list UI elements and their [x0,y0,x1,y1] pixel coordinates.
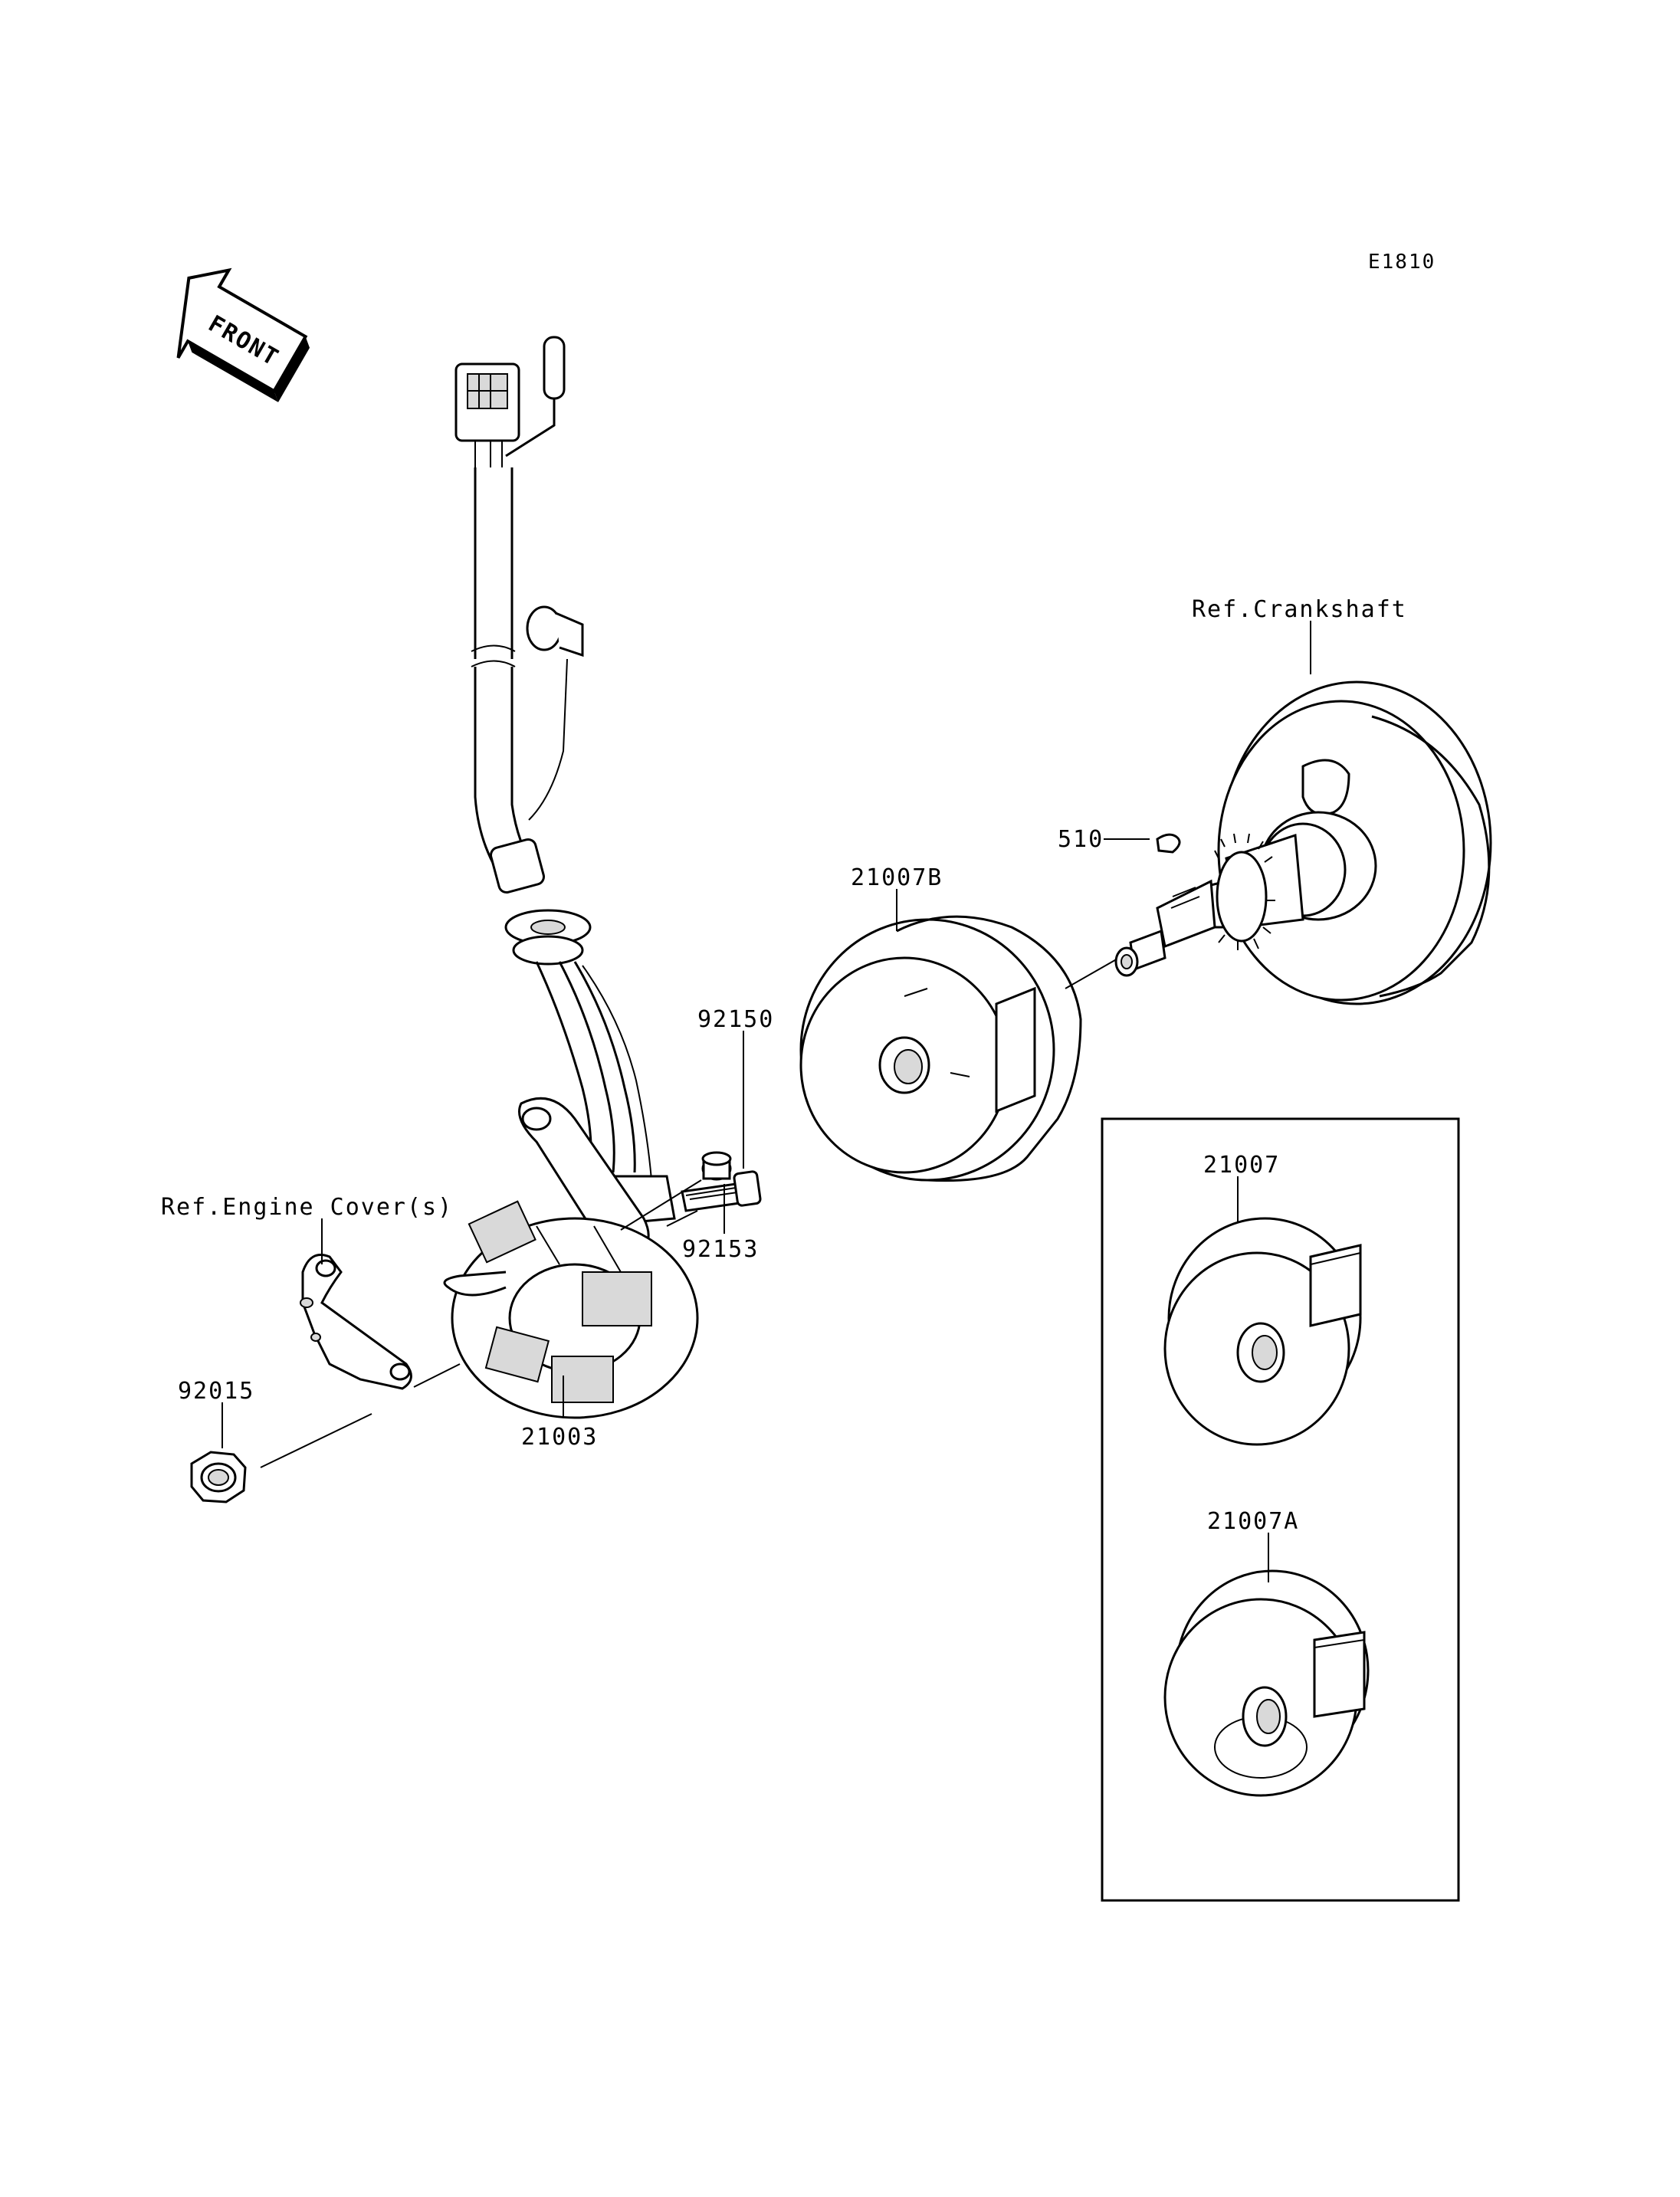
label-92153: 92153 [682,1236,759,1263]
alternatives-box [1101,1117,1460,1902]
assembly-centerlines [260,957,1120,1468]
key-510 [1156,833,1181,854]
label-21007b: 21007B [851,864,943,891]
bolt-92150 [681,1170,762,1212]
label-510: 510 [1058,826,1104,853]
label-92015: 92015 [178,1378,254,1405]
label-21007: 21007 [1203,1152,1280,1179]
diagram-code: E1810 [1368,251,1436,274]
label-21003: 21003 [521,1424,598,1451]
flywheel-21007b [799,915,1082,1182]
crankshaft-assembly [1114,680,1492,1005]
flywheel-21007 [1163,1217,1362,1446]
gear-icon [1214,833,1275,950]
flywheel-21007a [1163,1569,1370,1797]
nut-92015 [190,1451,247,1503]
label-ref-crankshaft: Ref.Crankshaft [1192,596,1407,623]
label-21007a: 21007A [1207,1508,1299,1535]
stator [443,1097,699,1419]
engine-cover-bracket [300,1254,412,1390]
wiring-harness [454,336,652,1181]
front-arrow-icon: FRONT [176,267,310,402]
label-ref-engine-cover: Ref.Engine Cover(s) [161,1194,453,1221]
bolt-92153 [701,1151,732,1181]
label-92150: 92150 [697,1006,774,1033]
leader-lines [221,621,1311,1582]
